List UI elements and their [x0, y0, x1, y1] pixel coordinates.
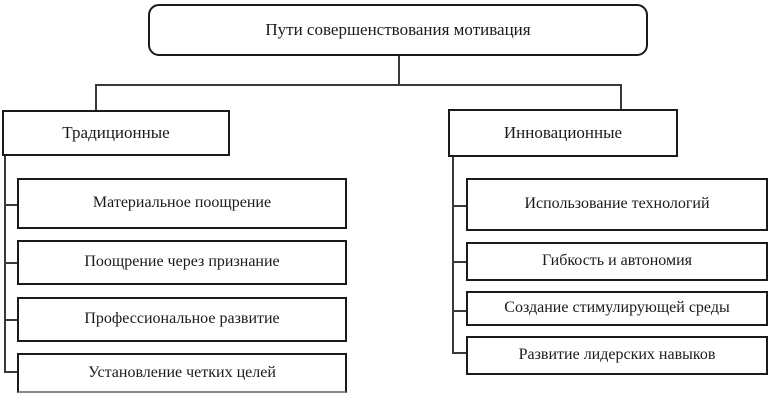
- leaf-label: Развитие лидерских навыков: [518, 346, 716, 364]
- connector-drop-left: [95, 84, 97, 111]
- connector-stub: [4, 204, 17, 206]
- leaf-label: Установление четких целей: [88, 363, 276, 381]
- connector-crossbar: [95, 84, 621, 86]
- leaf-node-material-incentive: Материальное поощрение: [17, 178, 347, 229]
- connector-spine-left: [4, 156, 6, 373]
- connector-stub: [452, 261, 466, 263]
- leaf-node-leadership-skills: Развитие лидерских навыков: [466, 336, 768, 375]
- leaf-label: Гибкость и автономия: [542, 252, 692, 270]
- root-node-ways-to-improve-motivation: Пути совершенствования мотивация: [148, 4, 648, 56]
- branch-label-innovative: Инновационные: [503, 123, 623, 143]
- connector-stub: [4, 262, 17, 264]
- connector-drop-right: [620, 84, 622, 110]
- branch-label-traditional: Традиционные: [62, 123, 170, 143]
- connector-stub: [4, 319, 17, 321]
- branch-node-innovative: Инновационные: [448, 109, 678, 157]
- connector-root-stem: [398, 56, 400, 85]
- leaf-label: Создание стимулирующей среды: [504, 299, 730, 317]
- leaf-node-stimulating-environment: Создание стимулирующей среды: [466, 291, 768, 326]
- branch-node-traditional: Традиционные: [2, 110, 230, 156]
- leaf-node-technology-use: Использование технологий: [466, 178, 768, 231]
- connector-stub: [452, 352, 466, 354]
- leaf-node-professional-development: Профессиональное развитие: [17, 297, 347, 342]
- connector-stub: [452, 205, 466, 207]
- leaf-label: Материальное поощрение: [92, 194, 272, 212]
- connector-stub: [4, 371, 17, 373]
- leaf-node-recognition-incentive: Поощрение через признание: [17, 240, 347, 285]
- connector-spine-right: [452, 157, 454, 353]
- leaf-node-flexibility-autonomy: Гибкость и автономия: [466, 242, 768, 281]
- leaf-label: Профессиональное развитие: [84, 310, 280, 328]
- leaf-label: Использование технологий: [524, 195, 710, 213]
- connector-stub: [452, 310, 466, 312]
- leaf-node-clear-goals: Установление четких целей: [17, 353, 347, 393]
- leaf-label: Поощрение через признание: [84, 253, 280, 271]
- root-node-label: Пути совершенствования мотивация: [265, 20, 531, 40]
